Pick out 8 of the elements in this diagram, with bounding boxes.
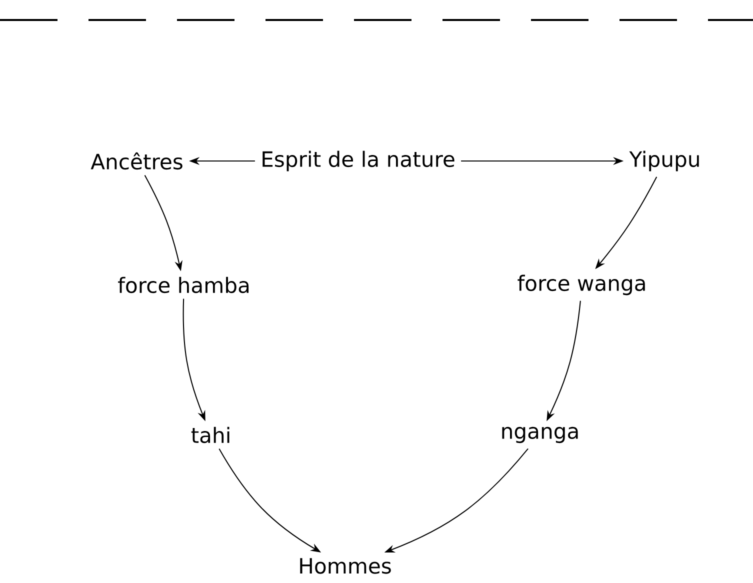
node-label: Ancêtres <box>90 152 182 170</box>
node-label: tahi <box>191 426 230 444</box>
node-label: Hommes <box>300 558 391 574</box>
node-label: nganga <box>502 426 578 444</box>
node-label: Esprit de la nature <box>262 150 454 172</box>
node-label: force hamba <box>118 276 249 294</box>
node-label: force wanga <box>518 274 645 296</box>
node-label: Yipupu <box>629 150 699 172</box>
